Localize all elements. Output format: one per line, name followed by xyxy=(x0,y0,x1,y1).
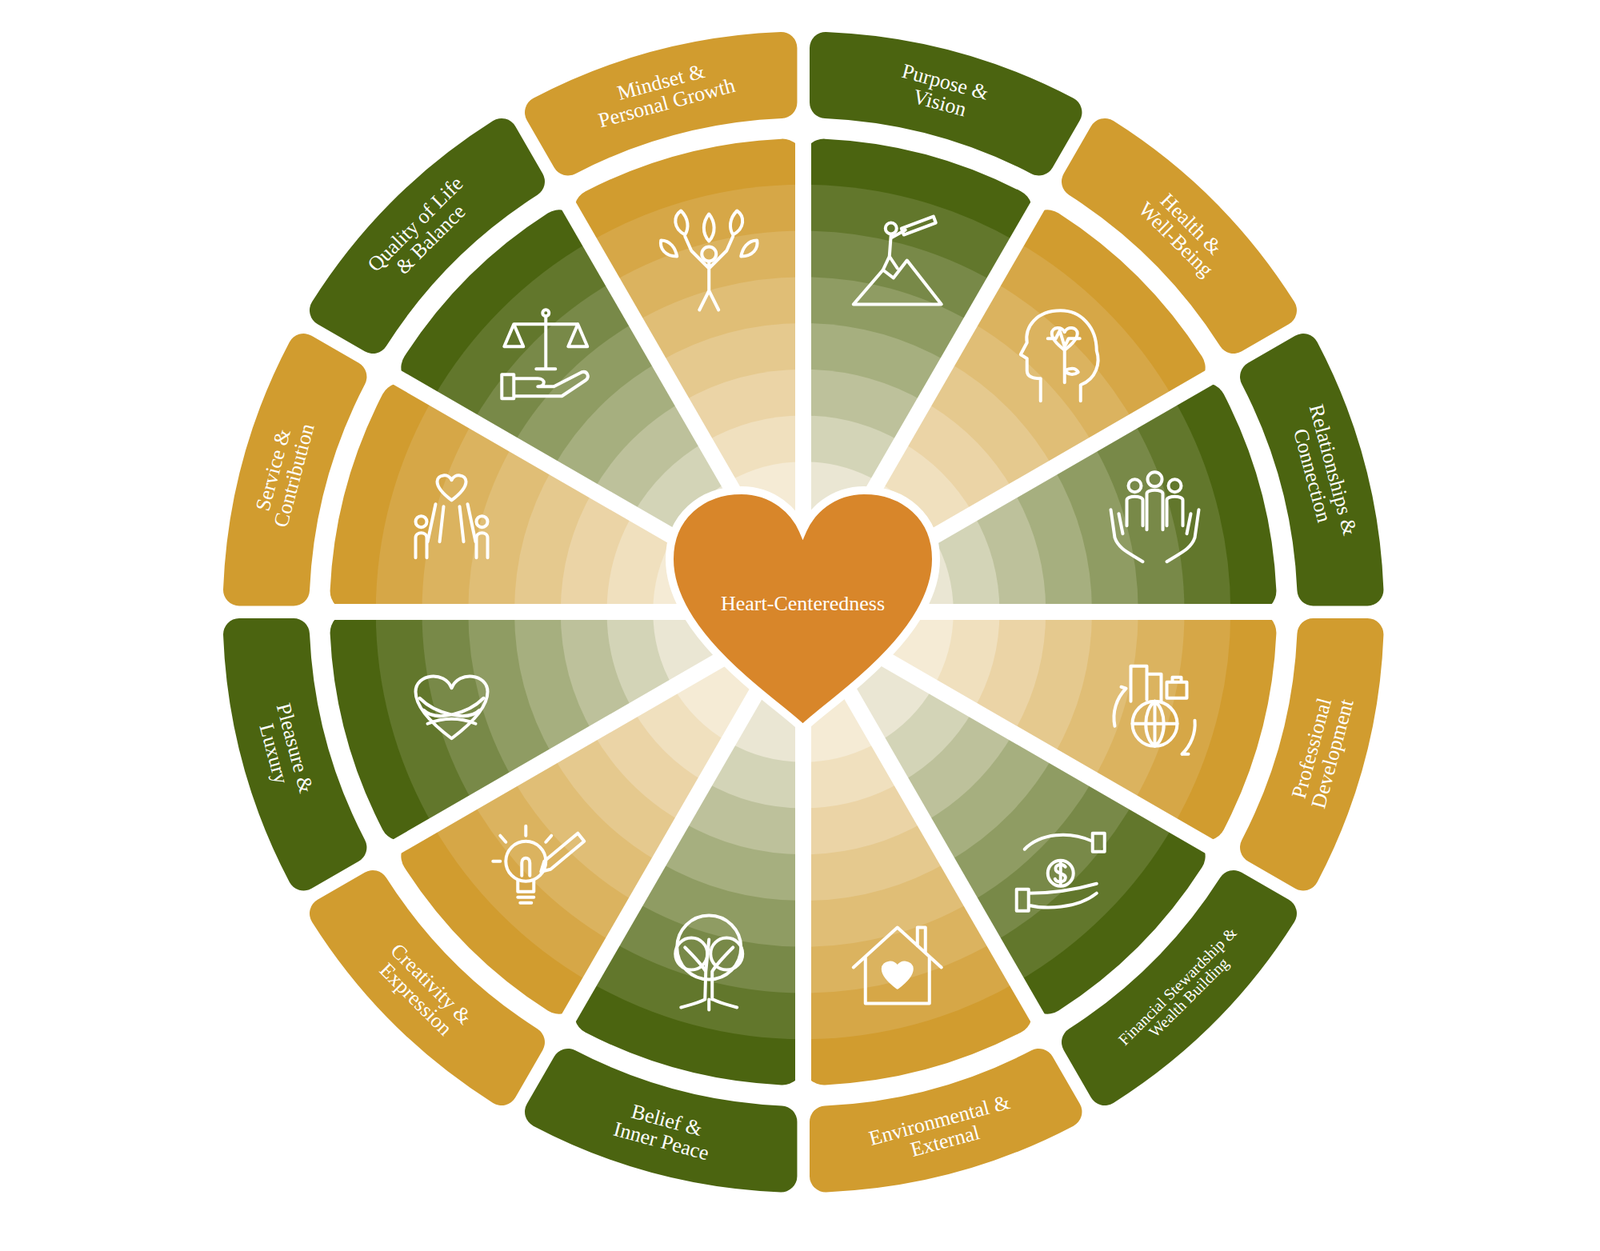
icon-stroke xyxy=(416,676,488,739)
icon-stroke xyxy=(1147,472,1162,487)
area-icon xyxy=(853,927,942,1004)
wheel-wedges xyxy=(291,100,1316,1124)
icon-stroke xyxy=(416,532,488,558)
icon-stroke xyxy=(505,841,546,882)
icon-stroke xyxy=(428,504,476,542)
icon-stroke xyxy=(1048,860,1074,887)
area-tab: Service & Contribution xyxy=(223,333,367,606)
area-tab: Creativity & Expression xyxy=(309,870,545,1106)
icons xyxy=(416,211,1200,1011)
icon-stroke xyxy=(883,230,906,271)
icon-fill xyxy=(883,963,912,988)
icon-stroke xyxy=(680,939,737,1010)
icon-stroke xyxy=(1166,677,1187,699)
area-icon xyxy=(1016,833,1105,912)
area-tab: Health & Well-Being xyxy=(1061,118,1297,354)
tab-outline xyxy=(1061,870,1297,1106)
tab-outline xyxy=(1240,618,1384,891)
icon-stroke xyxy=(1016,884,1097,912)
tab-outline xyxy=(524,32,797,176)
area-icon xyxy=(675,915,743,1010)
icon-stroke xyxy=(540,833,584,872)
area-icon xyxy=(1110,472,1199,562)
icon-stroke xyxy=(901,216,936,236)
area-tab: Quality of Life & Balance xyxy=(309,118,545,354)
icon-stroke xyxy=(701,247,716,262)
area-icon xyxy=(501,309,588,399)
area-tab: Environmental & External xyxy=(809,1048,1082,1192)
icon-stroke xyxy=(1048,330,1080,347)
icon-stroke xyxy=(504,316,588,369)
icon-stroke xyxy=(420,698,484,724)
area-icon xyxy=(416,676,488,739)
center-heart: Heart-Centeredness xyxy=(661,482,944,737)
tab-outline xyxy=(223,333,367,606)
icon-stroke xyxy=(660,240,677,257)
area-icon xyxy=(1113,666,1195,755)
wedge-separator xyxy=(360,356,1248,868)
icon-stroke xyxy=(740,240,757,257)
tab-outline xyxy=(809,1048,1082,1192)
heart-outline xyxy=(669,490,936,729)
icon-stroke xyxy=(1020,310,1099,401)
icon-stroke xyxy=(1126,490,1183,531)
wedge-separator xyxy=(547,168,1060,1056)
icon-stroke xyxy=(1130,666,1161,702)
icon-stroke xyxy=(1128,479,1141,492)
icon-stroke xyxy=(416,516,428,528)
area-tab: Purpose & Vision xyxy=(809,32,1082,176)
icon-stroke xyxy=(1055,861,1066,886)
icon-stroke xyxy=(704,214,715,242)
area-tab: Financial Stewardship & Wealth Building xyxy=(1061,870,1297,1106)
area-tab: Belief & Inner Peace xyxy=(524,1048,797,1192)
tab-outline xyxy=(809,32,1082,176)
icon-stroke xyxy=(885,223,897,235)
icon-stroke xyxy=(684,236,733,311)
icon-stroke xyxy=(1132,701,1177,747)
tab-outline xyxy=(1061,118,1297,354)
icon-stroke xyxy=(675,211,688,236)
icon-stroke xyxy=(476,516,488,528)
center-label: Heart-Centeredness xyxy=(720,593,885,616)
icon-stroke xyxy=(853,927,942,1004)
area-tab: Professional Development xyxy=(1240,618,1384,891)
icon-stroke xyxy=(517,880,534,904)
icon-stroke xyxy=(437,475,467,500)
icon-stroke xyxy=(492,826,552,862)
area-icon xyxy=(660,211,758,311)
area-icon xyxy=(492,826,584,904)
icon-stroke xyxy=(1024,833,1105,852)
area-icon xyxy=(416,475,488,558)
icon-stroke xyxy=(1064,349,1079,383)
area-tab: Mindset & Personal Growth xyxy=(524,32,797,176)
area-tab: Relationships & Connection xyxy=(1240,333,1384,606)
tab-outline xyxy=(524,1048,797,1192)
area-tab: Pleasure & Luxury xyxy=(223,618,367,891)
icon-stroke xyxy=(1113,687,1195,755)
icon-stroke xyxy=(1168,479,1181,492)
area-icon xyxy=(1020,310,1099,401)
area-icon xyxy=(853,216,942,305)
tab-outline xyxy=(309,870,545,1106)
label-wrap: Heart-Centeredness xyxy=(720,593,885,616)
icon-stroke xyxy=(521,858,530,876)
tab-outline xyxy=(223,618,367,891)
icon-stroke xyxy=(1110,509,1199,562)
icon-stroke xyxy=(1132,701,1177,747)
icon-stroke xyxy=(501,372,588,399)
icon-stroke xyxy=(730,211,743,236)
tab-outline xyxy=(1240,333,1384,606)
tab-outline xyxy=(309,118,545,354)
